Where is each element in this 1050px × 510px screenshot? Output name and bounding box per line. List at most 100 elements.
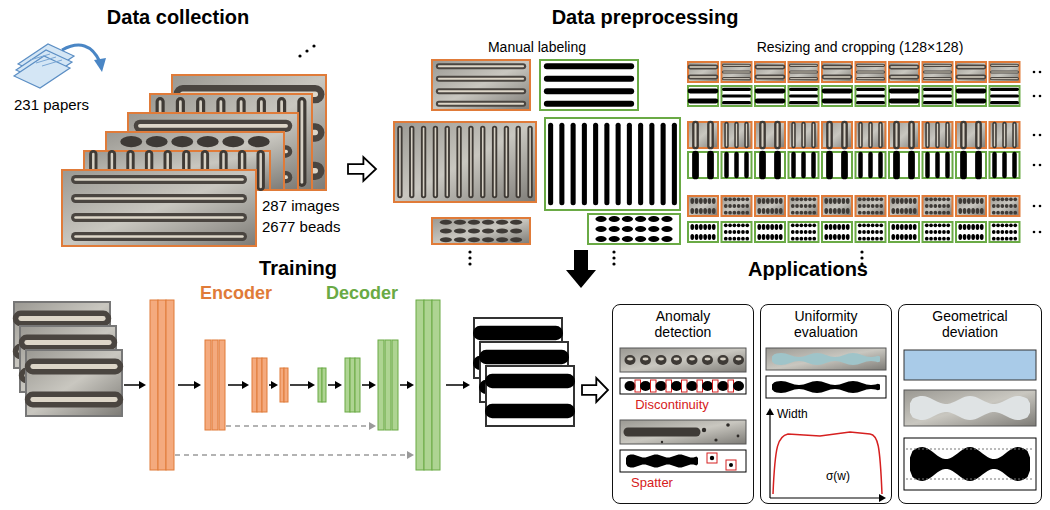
bead [1001, 204, 1005, 208]
bead [925, 77, 951, 80]
bead-highlight [736, 124, 737, 146]
label-mask [990, 86, 1020, 106]
weld-photo [432, 218, 530, 244]
bead [900, 234, 904, 240]
bead [858, 124, 863, 146]
bead [775, 234, 779, 240]
layer-slab [318, 368, 322, 402]
bead-highlight [992, 72, 1018, 73]
bead [858, 64, 884, 67]
weld-photo [755, 196, 785, 216]
photo-frame [956, 122, 986, 148]
bead [808, 237, 812, 241]
bead [971, 234, 975, 240]
bead [942, 223, 946, 227]
weld-photo [856, 122, 886, 148]
layer-slab [150, 300, 158, 470]
mask-frame [956, 152, 986, 178]
bead [878, 154, 883, 176]
bead [762, 198, 766, 204]
weld-photo [755, 62, 785, 82]
bead [925, 223, 929, 227]
weld-photo [755, 122, 785, 148]
photo-frame [62, 170, 256, 246]
bead [846, 208, 850, 214]
mask-bead [640, 381, 651, 391]
bead [893, 154, 900, 176]
weld-photo [904, 390, 1036, 426]
bead [875, 223, 879, 227]
bead [910, 396, 1030, 420]
bead [741, 211, 745, 215]
bead [791, 88, 817, 91]
photo-frame [755, 196, 785, 216]
mask-frame [990, 222, 1020, 242]
bead [699, 208, 703, 214]
bead-highlight [439, 103, 523, 105]
weld-photo [789, 196, 819, 216]
bead [875, 237, 879, 241]
down-arrow [566, 250, 596, 288]
bead-highlight [791, 78, 817, 79]
ellipsis-dot [860, 250, 863, 253]
uniformity-figures [766, 348, 886, 494]
bead [967, 224, 971, 230]
bead [1013, 197, 1017, 201]
bead [878, 124, 883, 146]
bead [824, 99, 850, 104]
bead-highlight [33, 364, 116, 369]
label-mask [822, 222, 852, 242]
bead [829, 208, 833, 214]
bead [772, 353, 880, 365]
bead [996, 230, 1000, 234]
mask-frame [789, 222, 819, 242]
spatter-dot [737, 435, 740, 438]
photo-frame [856, 62, 886, 82]
bead [837, 234, 841, 240]
bead [728, 197, 732, 201]
bead [858, 197, 862, 201]
label-mask [923, 222, 953, 242]
bead-highlight [439, 90, 523, 92]
bead [992, 70, 1018, 73]
bead [946, 204, 950, 208]
bead [712, 224, 716, 230]
arrow-shaft [124, 384, 139, 386]
bead [958, 198, 962, 204]
bead-highlight [824, 76, 850, 77]
bead [707, 124, 714, 146]
bead [547, 101, 631, 107]
bead [468, 229, 480, 234]
bead-highlight [689, 358, 695, 361]
bead [708, 208, 712, 214]
bead [867, 197, 871, 201]
bead [439, 76, 523, 82]
bead [1013, 230, 1017, 234]
bead [893, 124, 900, 146]
bead [421, 128, 426, 195]
bead [976, 234, 980, 240]
bead [1005, 204, 1009, 208]
bead [958, 208, 962, 214]
bead [862, 204, 866, 208]
bead [862, 230, 866, 234]
deviation-figures [904, 350, 1036, 490]
layer-slab [257, 358, 262, 412]
bead [480, 128, 485, 195]
bead [627, 125, 632, 202]
bead [871, 237, 875, 241]
bead-highlight [1004, 124, 1005, 146]
bead [791, 64, 817, 67]
annotation: σ(w) [826, 470, 850, 484]
bead-highlight [76, 197, 243, 200]
bead-highlight [776, 124, 778, 146]
arrow [178, 381, 201, 389]
ellipsis-dot [1039, 205, 1042, 208]
ellipsis-dot [1039, 95, 1042, 98]
bead [690, 99, 716, 104]
spatter-dot [702, 428, 706, 432]
annotation: Resizing and cropping (128×128) [757, 39, 964, 55]
bead [609, 226, 620, 232]
bead [745, 223, 749, 227]
bead-highlight [439, 65, 523, 67]
